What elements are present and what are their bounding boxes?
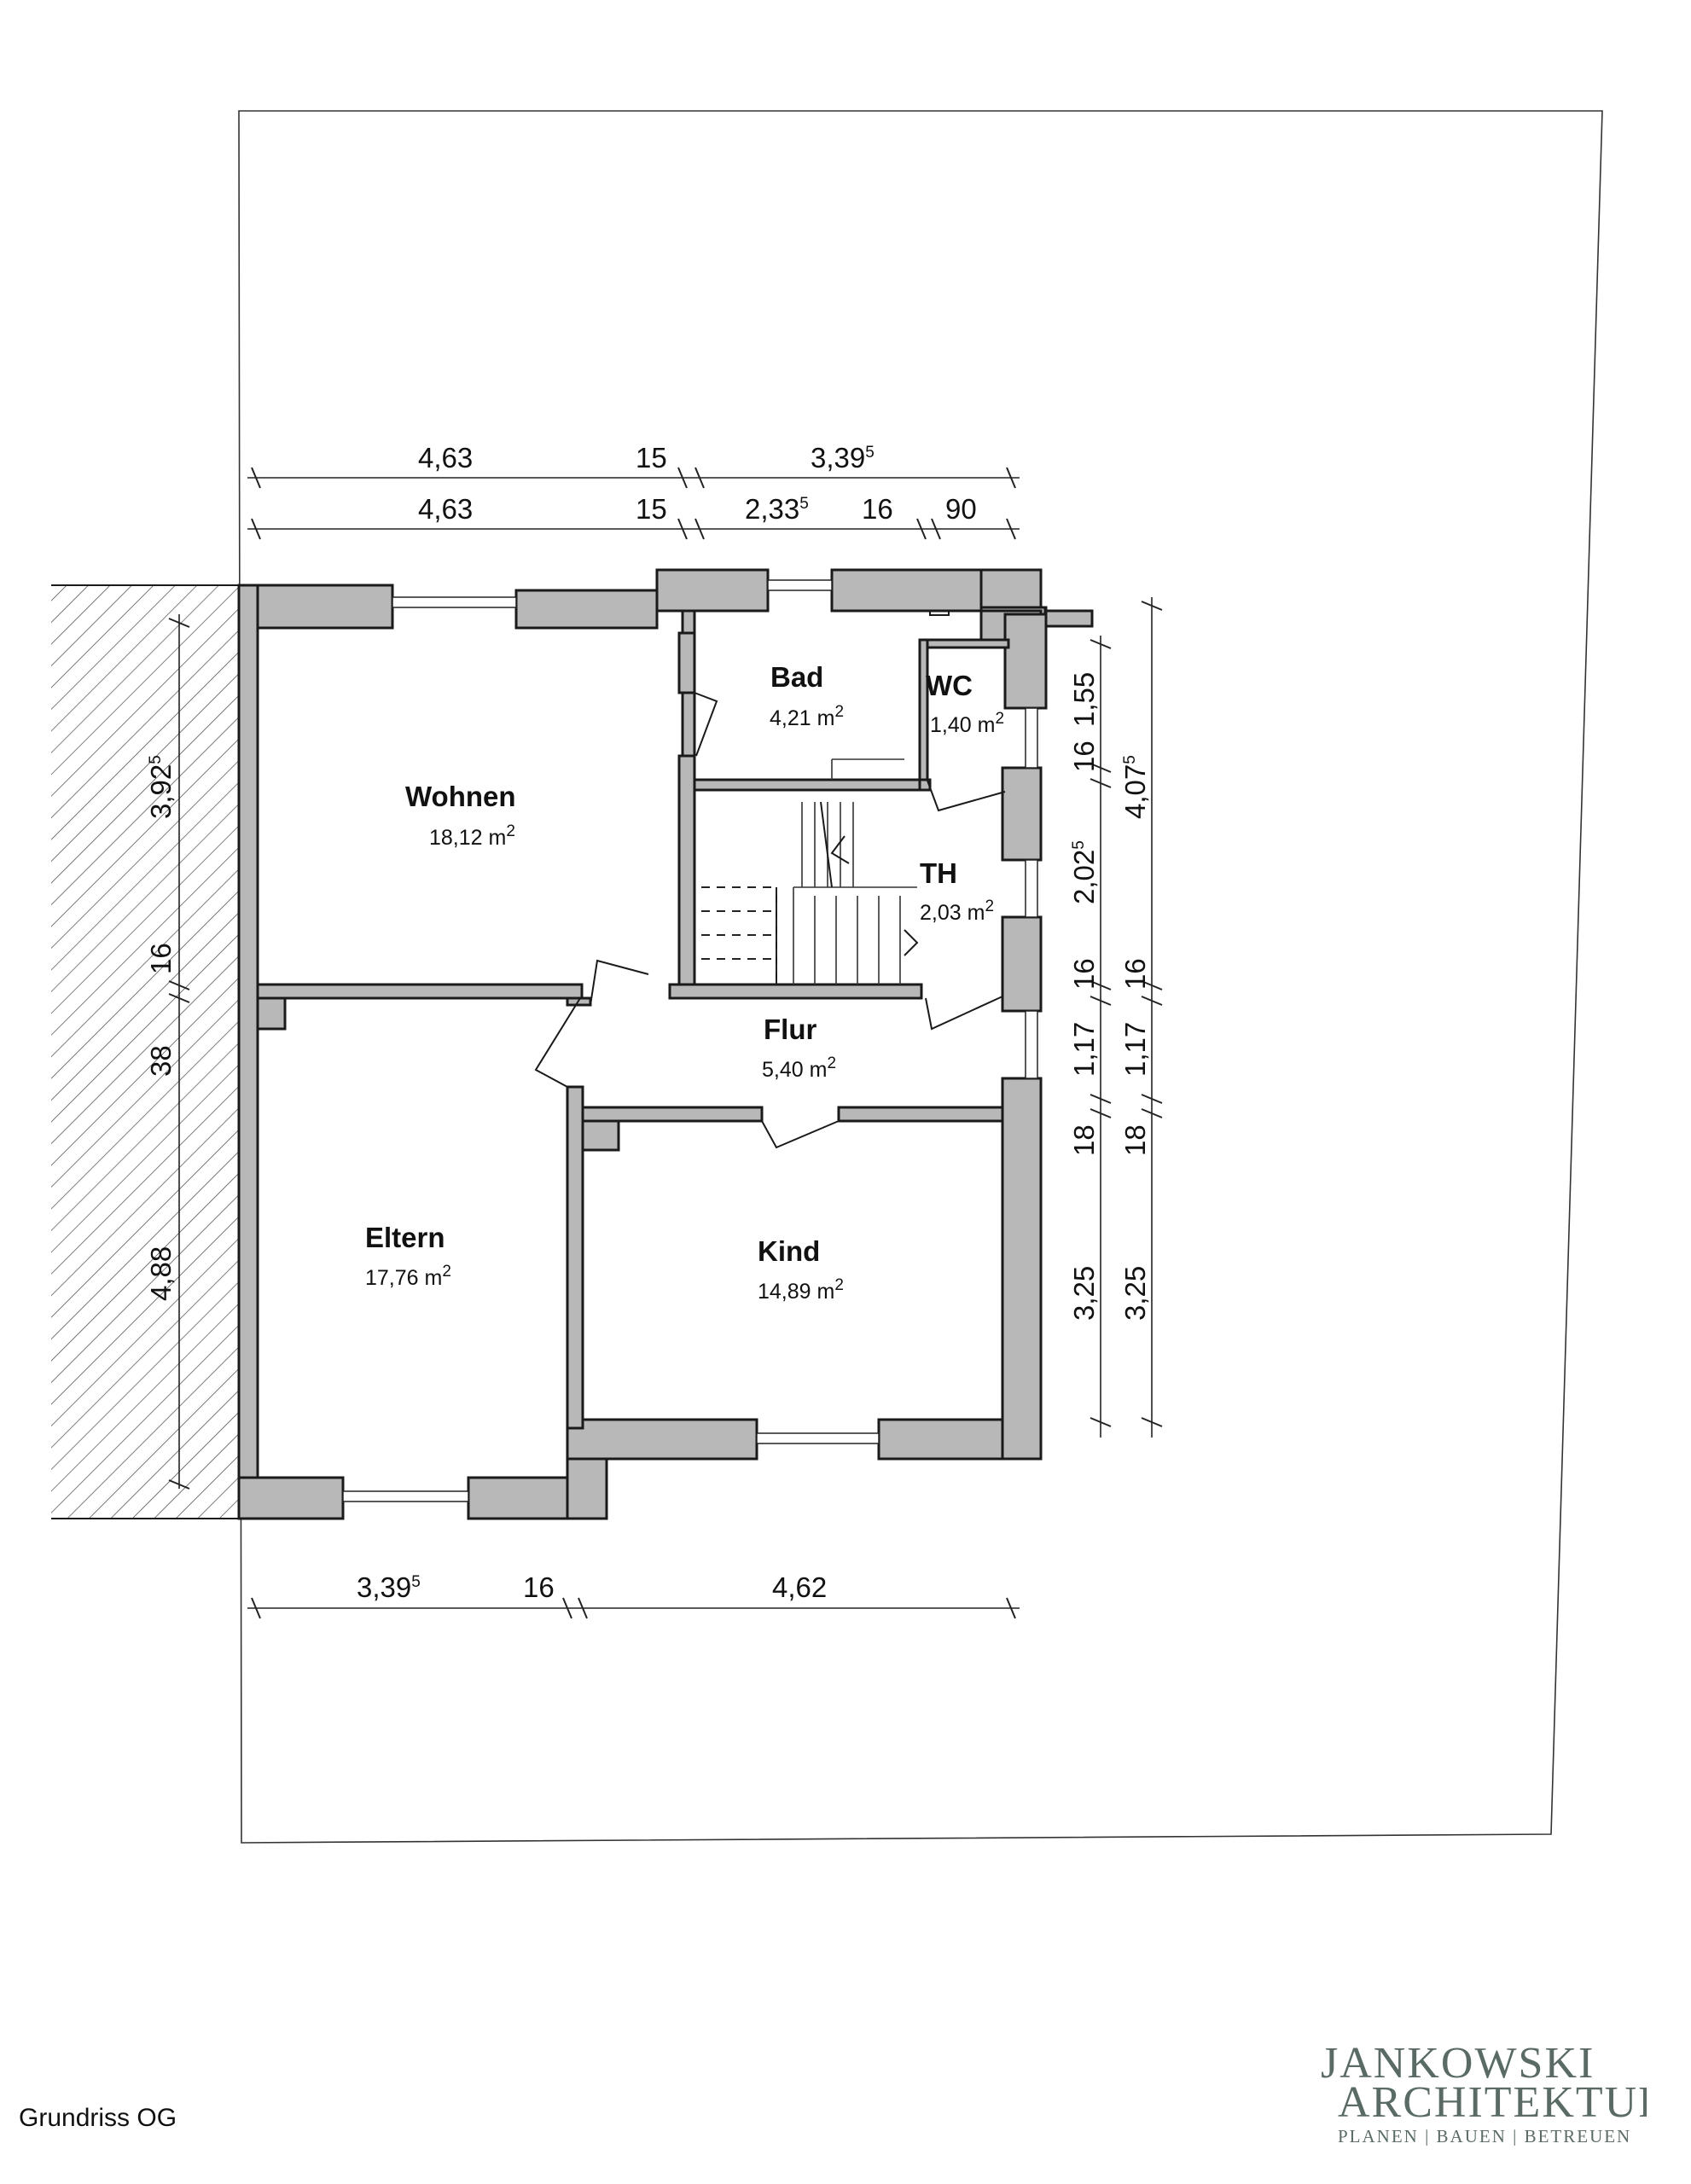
dim-label: 4,88 bbox=[145, 1246, 177, 1301]
staircase bbox=[701, 758, 919, 985]
dim-label: 1,55 bbox=[1068, 672, 1100, 727]
room-name: Bad bbox=[770, 661, 823, 693]
room-name: Kind bbox=[758, 1235, 820, 1267]
dim-label: 4,62 bbox=[772, 1571, 827, 1603]
room-wohnen: Wohnen 18,12 m2 bbox=[405, 781, 516, 850]
dim-bottom-row: 3,395 16 4,62 bbox=[357, 1571, 827, 1603]
dim-label: 90 bbox=[945, 493, 977, 525]
room-name: WC bbox=[926, 670, 973, 701]
room-name: Wohnen bbox=[405, 781, 516, 812]
dim-left-column: 3,925 16 38 4,88 bbox=[145, 755, 177, 1301]
company-logo: JANKOWSKI ARCHITEKTUR PLANEN | BAUEN | B… bbox=[1321, 2039, 1647, 2146]
dim-label: 4,63 bbox=[418, 442, 473, 473]
dim-label: 15 bbox=[636, 442, 667, 473]
dim-top-row-1: 4,63 15 3,395 bbox=[418, 442, 875, 473]
dimension-lines bbox=[168, 467, 1163, 1619]
room-name: Flur bbox=[764, 1014, 816, 1045]
room-area: 14,89 m2 bbox=[758, 1276, 844, 1304]
dim-label: 16 bbox=[1119, 958, 1151, 990]
dim-label: 15 bbox=[636, 493, 667, 525]
room-area: 4,21 m2 bbox=[770, 703, 844, 730]
dim-label: 3,25 bbox=[1119, 1266, 1151, 1321]
dim-label: 4,075 bbox=[1119, 755, 1151, 819]
room-th: TH 2,03 m2 bbox=[920, 857, 994, 925]
dim-right-column-2: 4,075 16 1,17 18 3,25 bbox=[1119, 755, 1151, 1321]
neighbour-hatch bbox=[51, 585, 239, 1519]
dim-label: 3,25 bbox=[1068, 1266, 1100, 1321]
dim-label: 16 bbox=[145, 943, 177, 974]
dim-label: 1,17 bbox=[1068, 1022, 1100, 1077]
logo-line-1: JANKOWSKI bbox=[1321, 2039, 1595, 2088]
dim-label: 16 bbox=[523, 1571, 555, 1603]
room-kind: Kind 14,89 m2 bbox=[758, 1235, 844, 1304]
dim-right-column-1: 1,55 16 2,025 16 1,17 18 3,25 bbox=[1068, 672, 1100, 1321]
dim-label: 4,63 bbox=[418, 493, 473, 525]
room-eltern: Eltern 17,76 m2 bbox=[365, 1222, 451, 1290]
logo-line-2: ARCHITEKTUR bbox=[1338, 2078, 1647, 2127]
dim-label: 3,395 bbox=[811, 442, 875, 473]
logo-line-3: PLANEN | BAUEN | BETREUEN bbox=[1338, 2126, 1631, 2146]
room-area: 17,76 m2 bbox=[365, 1263, 451, 1290]
dim-label: 2,335 bbox=[745, 493, 809, 525]
dim-label: 1,17 bbox=[1119, 1022, 1151, 1077]
windows bbox=[342, 579, 1038, 1502]
dim-label: 16 bbox=[1068, 741, 1100, 772]
room-area: 1,40 m2 bbox=[930, 710, 1004, 737]
room-name: TH bbox=[920, 857, 957, 889]
dim-label: 16 bbox=[862, 493, 893, 525]
room-wc: WC 1,40 m2 bbox=[926, 670, 1004, 737]
room-flur: Flur 5,40 m2 bbox=[762, 1014, 836, 1082]
dim-label: 3,925 bbox=[145, 755, 177, 819]
room-bad: Bad 4,21 m2 bbox=[770, 661, 844, 730]
property-boundary bbox=[238, 110, 1603, 1844]
plan-title: Grundriss OG bbox=[19, 2104, 177, 2132]
dim-label: 16 bbox=[1068, 958, 1100, 990]
room-area: 5,40 m2 bbox=[762, 1054, 836, 1082]
doors bbox=[534, 610, 1006, 1149]
dim-label: 18 bbox=[1119, 1124, 1151, 1156]
room-area: 18,12 m2 bbox=[429, 822, 515, 850]
dim-label: 38 bbox=[145, 1045, 177, 1077]
walls bbox=[237, 568, 1094, 1520]
room-area: 2,03 m2 bbox=[920, 897, 994, 925]
dim-top-row-2: 4,63 15 2,335 16 90 bbox=[418, 493, 977, 525]
dim-label: 18 bbox=[1068, 1124, 1100, 1156]
dim-label: 2,025 bbox=[1068, 840, 1100, 904]
dim-label: 3,395 bbox=[357, 1571, 421, 1603]
room-name: Eltern bbox=[365, 1222, 445, 1253]
